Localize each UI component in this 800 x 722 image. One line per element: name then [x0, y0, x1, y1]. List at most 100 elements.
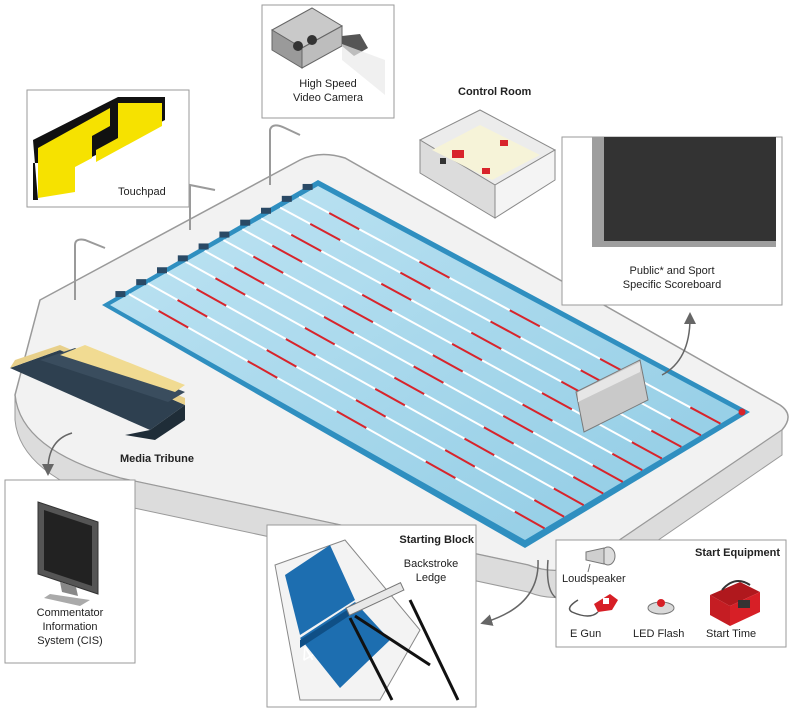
cis-label: Commentator Information System (CIS) — [36, 607, 104, 647]
deck-starting-block — [302, 183, 313, 190]
lane-rope-segment — [279, 206, 311, 225]
lane-rope-segment — [569, 341, 601, 360]
deck-starting-block — [219, 231, 230, 238]
lane-rope-segment — [260, 217, 292, 236]
led-flash-icon — [647, 599, 675, 615]
starting-block-callout — [266, 524, 477, 708]
lane-rope-segment — [365, 427, 397, 446]
lane-rope-segment — [385, 415, 416, 435]
touchpad-icon — [33, 97, 165, 200]
deck-starting-block — [177, 255, 188, 262]
pool — [102, 180, 750, 548]
lane-rope-segment — [530, 364, 562, 383]
lane-rope-segment — [236, 332, 268, 351]
lane-rope-segment — [522, 403, 554, 422]
lane-rope-segment — [532, 431, 564, 450]
lane-rope-segment — [263, 283, 295, 302]
lane-rope-segment — [290, 233, 322, 252]
lane-rope-segment — [670, 418, 702, 437]
lane-rope-segment — [472, 398, 504, 417]
lane-rope-segment — [650, 429, 682, 448]
lane-rope-segment — [222, 239, 254, 258]
lane-rope-segment — [432, 354, 464, 373]
lane-rope-segment — [358, 228, 390, 247]
scoreboard-callout — [561, 136, 783, 306]
lane-rope-segment — [470, 331, 502, 350]
lane-rope-segment — [572, 476, 604, 495]
lane-rope-segment — [500, 348, 532, 367]
led-flash-label: LED Flash — [633, 628, 685, 640]
lane-rope-segment — [520, 336, 552, 355]
camera-callout — [261, 4, 395, 119]
lane-rope-segment — [320, 250, 352, 269]
lane-rope-segment — [214, 277, 246, 296]
lane-rope-segment — [276, 376, 308, 396]
lane-rope-segment — [206, 315, 238, 335]
lane-rope-segment — [266, 349, 297, 368]
lane-rope-segment — [483, 426, 515, 445]
lane-rope-segment — [331, 277, 363, 296]
lane-rope-segment — [328, 212, 360, 231]
lane-rope-segment — [282, 272, 314, 291]
pool-starting-blocks — [115, 183, 313, 298]
lane-rope-segment — [128, 293, 160, 312]
deck-starting-block — [240, 219, 251, 226]
scoreboard-label: Public* and Sport Specific Scoreboard — [622, 265, 722, 291]
lane-rope-segment — [514, 510, 546, 530]
lane-rope-segment — [383, 348, 415, 368]
lane-rope-segment — [444, 449, 476, 468]
lane-rope-segment — [434, 421, 466, 440]
lane-rope-segment — [187, 326, 219, 346]
lane-rope-segment — [451, 343, 483, 362]
lane-rope-segment — [413, 365, 444, 384]
lane-rope-segment — [479, 293, 511, 312]
deck-starting-block — [261, 207, 271, 214]
lane-rope-segment — [217, 343, 249, 362]
lane-rope-segment — [611, 452, 643, 472]
camera-poles — [74, 124, 301, 300]
lane-rope-segment — [454, 477, 486, 496]
lane-rope-segment — [306, 393, 338, 413]
start-time-box-icon — [710, 580, 760, 626]
deck-starting-block — [281, 195, 292, 202]
lane-rope-segment — [464, 437, 495, 457]
lane-rope-segment — [388, 244, 420, 263]
lane-rope-segment — [339, 239, 371, 258]
lane-rope-segment — [342, 304, 374, 324]
lane-rope-segment — [225, 304, 257, 324]
lane-rope-segment — [425, 460, 456, 480]
lane-rope-segment — [393, 376, 425, 396]
lane-rope-segment — [453, 409, 485, 429]
lane-rope-segment — [481, 359, 513, 378]
loudspeaker-icon — [585, 546, 616, 573]
lane-rope-segment — [391, 310, 423, 329]
lane-rope-segment — [460, 304, 492, 323]
lane-rope-segment — [513, 442, 545, 462]
starting-block-label: Starting Block — [399, 534, 474, 546]
lane-rope-segment — [414, 432, 446, 451]
lane-rope-segment — [204, 250, 235, 269]
lane-rope-segment — [550, 353, 582, 372]
lane-rope-segment — [285, 338, 317, 357]
lane-rope-segment — [336, 410, 367, 429]
lane-rope-segment — [364, 360, 395, 379]
backstroke-ledge-label: Backstroke Ledge — [403, 558, 459, 584]
lane-rope-segment — [440, 315, 472, 334]
lane-rope-segment — [552, 420, 583, 439]
scoreboard-icon — [592, 137, 776, 247]
lane-rope-segment — [274, 310, 306, 329]
lane-rope-segment — [196, 288, 227, 307]
lane-rope-segment — [631, 441, 663, 460]
touchpad-label: Touchpad — [118, 186, 166, 198]
lane-rope-segment — [233, 266, 265, 285]
lane-rope-segment — [353, 332, 385, 351]
lane-ropes — [128, 195, 721, 530]
lane-rope-segment — [271, 244, 303, 263]
touchpad-callout — [26, 89, 190, 208]
lane-rope-segment — [543, 459, 574, 478]
lane-rope-segment — [293, 299, 325, 318]
lane-rope-segment — [490, 320, 522, 339]
starting-block-icon — [274, 539, 460, 701]
lane-rope-segment — [553, 487, 585, 506]
